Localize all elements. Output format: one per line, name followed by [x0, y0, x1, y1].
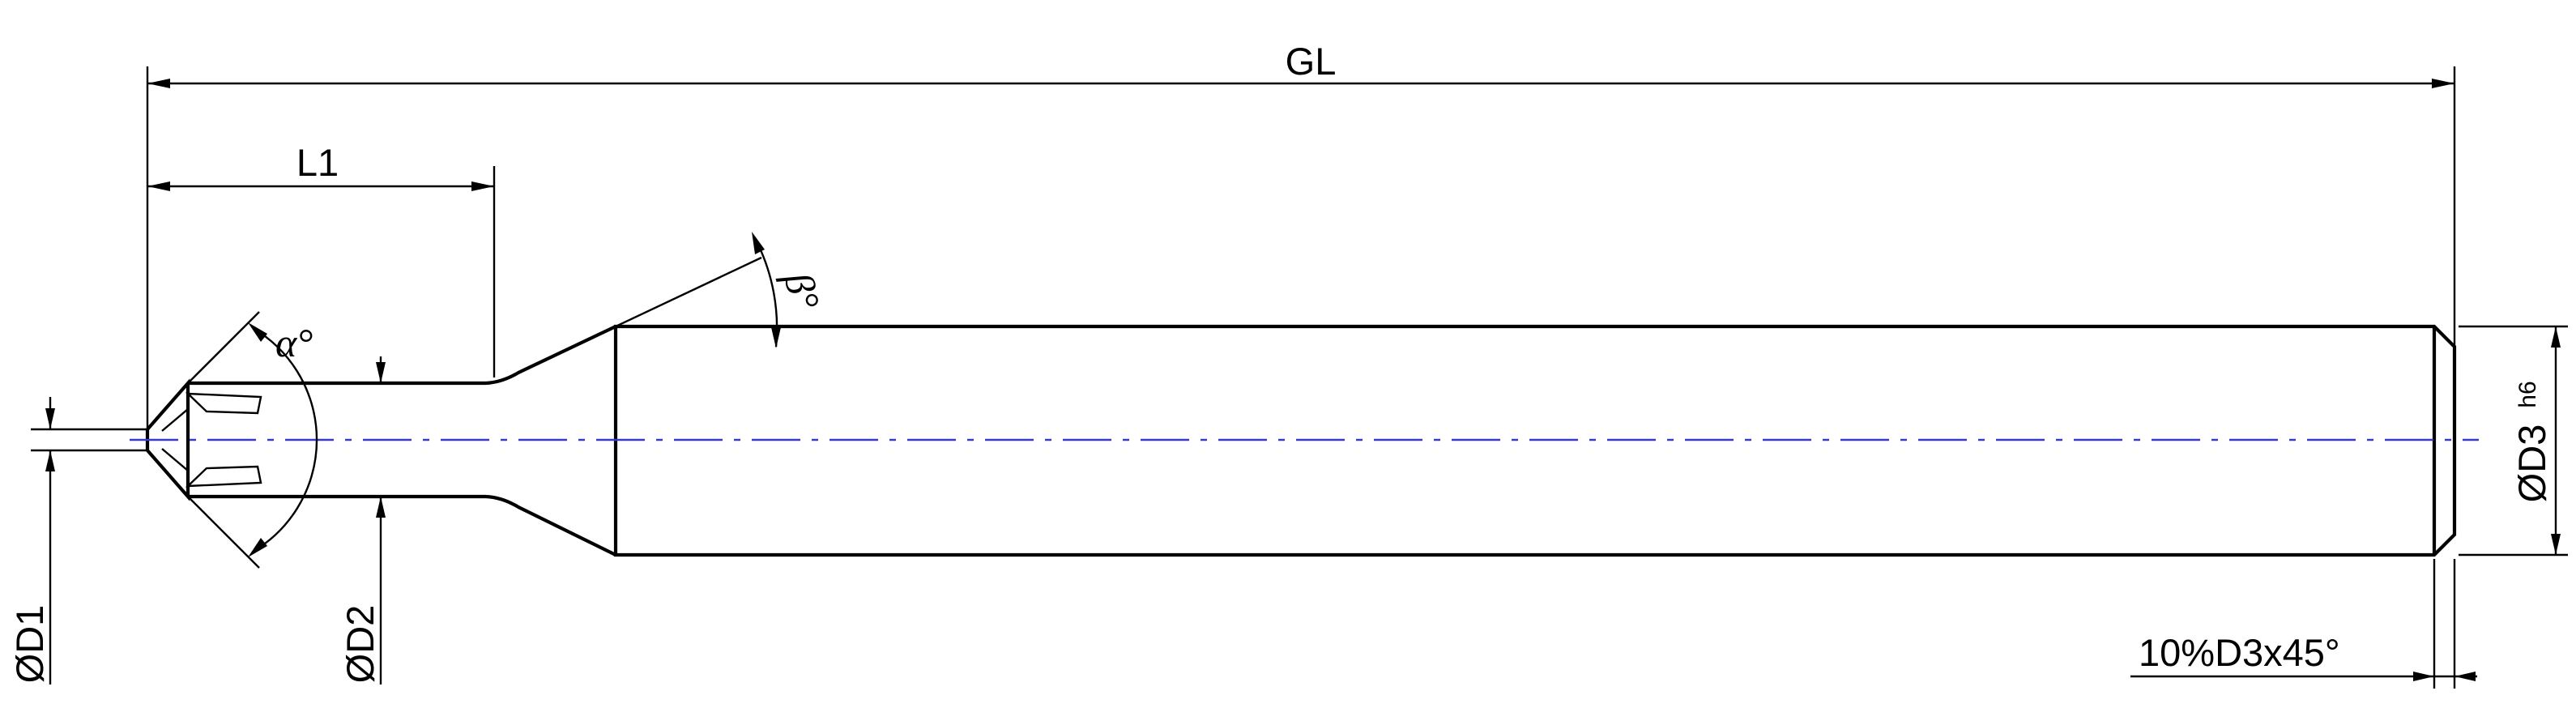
- chamfer-label: 10%D3x45°: [2139, 631, 2340, 674]
- d3-arrow-bottom: [2551, 534, 2561, 555]
- chamfer-callout: 10%D3x45°: [2130, 559, 2477, 689]
- beta-angle-dimension: β°: [615, 232, 829, 348]
- alpha-arrow-bottom: [248, 538, 267, 557]
- alpha-extension-bottom: [187, 496, 260, 569]
- d1-arrow-top: [45, 408, 55, 429]
- l1-dimension: L1: [147, 141, 496, 377]
- d2-arrow-top: [376, 362, 386, 383]
- alpha-label: α°: [275, 320, 313, 365]
- d1-dimension: ØD1: [8, 397, 147, 684]
- gl-label: GL: [1286, 40, 1337, 83]
- flute-detail-top: [185, 392, 262, 415]
- chamfer-arrow-right: [2454, 672, 2476, 681]
- alpha-arrow-top: [248, 322, 267, 342]
- tool-outline: [145, 324, 2457, 557]
- taper-top-edge: [485, 325, 616, 386]
- taper-bottom-edge: [485, 494, 616, 557]
- alpha-arc: [252, 326, 318, 553]
- d2-dimension: ØD2: [339, 356, 386, 684]
- d1-label: ØD1: [8, 605, 51, 684]
- l1-arrow-left: [147, 181, 170, 191]
- d2-arrow-bottom: [376, 497, 386, 518]
- chamfer-arrow-left: [2413, 672, 2434, 681]
- gl-dimension: GL: [146, 40, 2456, 428]
- beta-extension: [615, 256, 762, 328]
- l1-label: L1: [296, 141, 339, 184]
- gl-arrow-left: [147, 79, 170, 88]
- alpha-angle-dimension: α°: [187, 311, 318, 569]
- d3-dimension: ØD3 h6: [2459, 325, 2568, 557]
- d3-label: ØD3: [2510, 424, 2553, 503]
- d3-arrow-top: [2551, 326, 2561, 348]
- flute-detail-bottom: [185, 465, 262, 488]
- beta-arrow-bottom: [771, 327, 781, 348]
- l1-arrow-right: [471, 181, 494, 191]
- alpha-extension-top: [187, 311, 260, 384]
- d1-arrow-bottom: [45, 450, 55, 471]
- d2-label: ØD2: [339, 605, 382, 684]
- beta-arrow-top: [752, 232, 765, 254]
- flute-detail-inner: [161, 407, 190, 473]
- d3-tolerance-label: h6: [2514, 381, 2541, 407]
- beta-label: β°: [775, 267, 829, 314]
- gl-arrow-right: [2432, 79, 2454, 88]
